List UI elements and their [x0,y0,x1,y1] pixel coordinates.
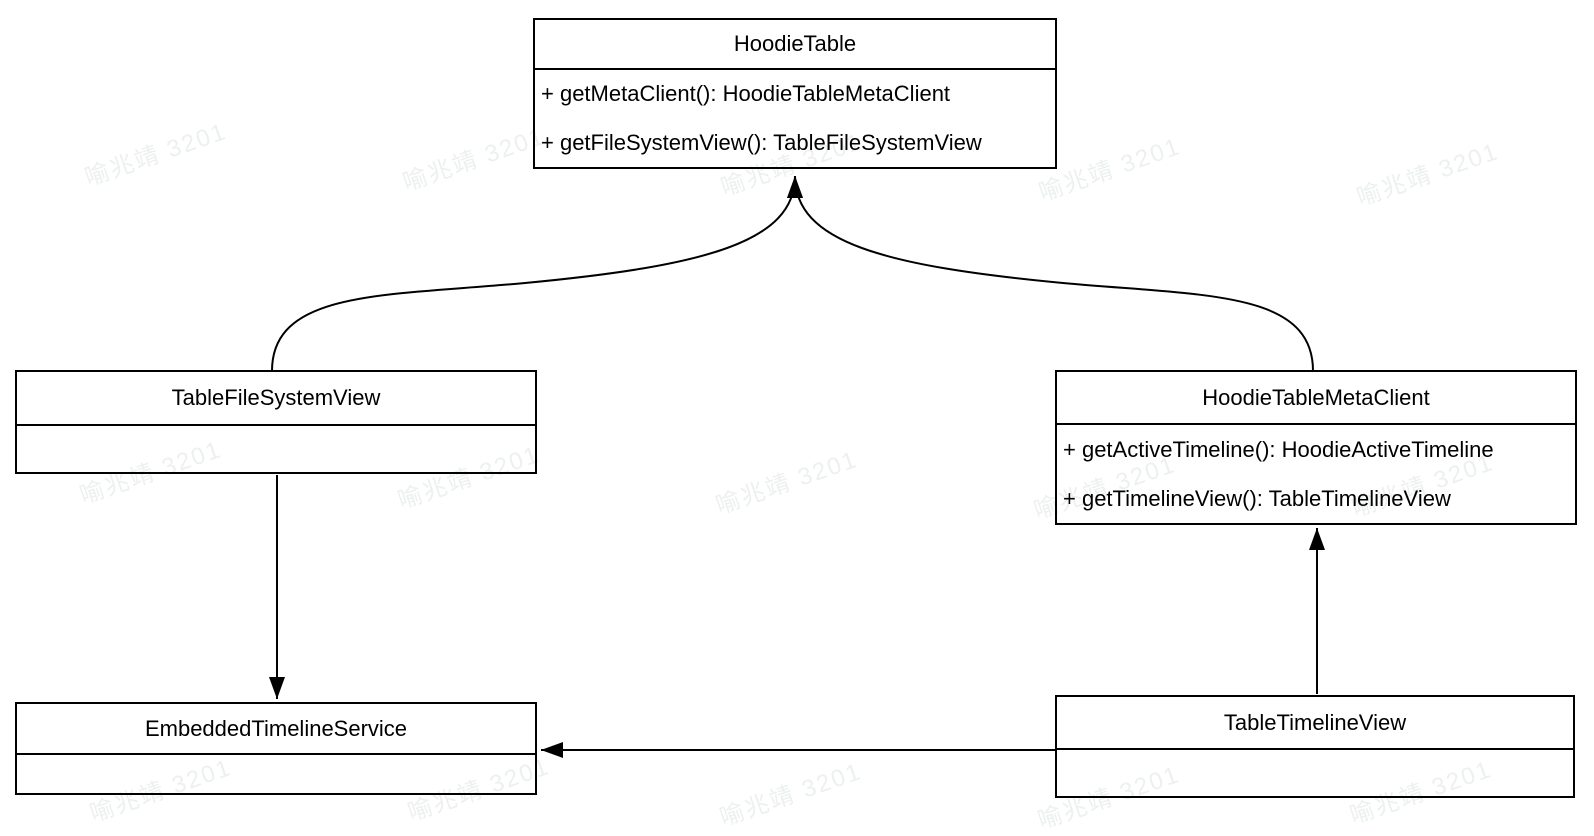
class-title: EmbeddedTimelineService [144,715,408,741]
connector-layer [269,175,1325,758]
class-method: + getTimelineView(): TableTimelineView [1063,485,1451,511]
class-empty-compartment [17,753,535,793]
class-methods-compartment: + getMetaClient(): HoodieTableMetaClient… [535,68,1055,167]
class-title: TableTimelineView [1223,709,1407,735]
class-method: + getMetaClient(): HoodieTableMetaClient [541,81,951,107]
class-empty-compartment [17,424,535,472]
class-tablefilesystemview: TableFileSystemView [15,370,537,474]
class-method: + getFileSystemView(): TableFileSystemVi… [541,129,982,155]
class-hoodietablemetaclient: HoodieTableMetaClient + getActiveTimelin… [1055,370,1577,525]
edge-tablefilesystemview-to-hoodietable [271,175,803,372]
class-methods-compartment: + getActiveTimeline(): HoodieActiveTimel… [1057,423,1575,523]
class-embeddedtimelineservice: EmbeddedTimelineService [15,702,537,795]
class-title: TableFileSystemView [171,385,381,410]
edge-hoodietablemetaclient-to-hoodietable [787,175,1314,372]
class-empty-compartment [1057,748,1573,796]
class-title: HoodieTableMetaClient [1202,384,1430,410]
class-title: HoodieTable [733,31,857,56]
class-hoodietable: HoodieTable + getMetaClient(): HoodieTab… [533,18,1057,169]
class-method: + getActiveTimeline(): HoodieActiveTimel… [1063,436,1494,462]
class-tabletimelineview: TableTimelineView [1055,695,1575,798]
uml-class-diagram-canvas: { "watermark": { "text": "喻兆靖 3201", "co… [15,18,1577,835]
